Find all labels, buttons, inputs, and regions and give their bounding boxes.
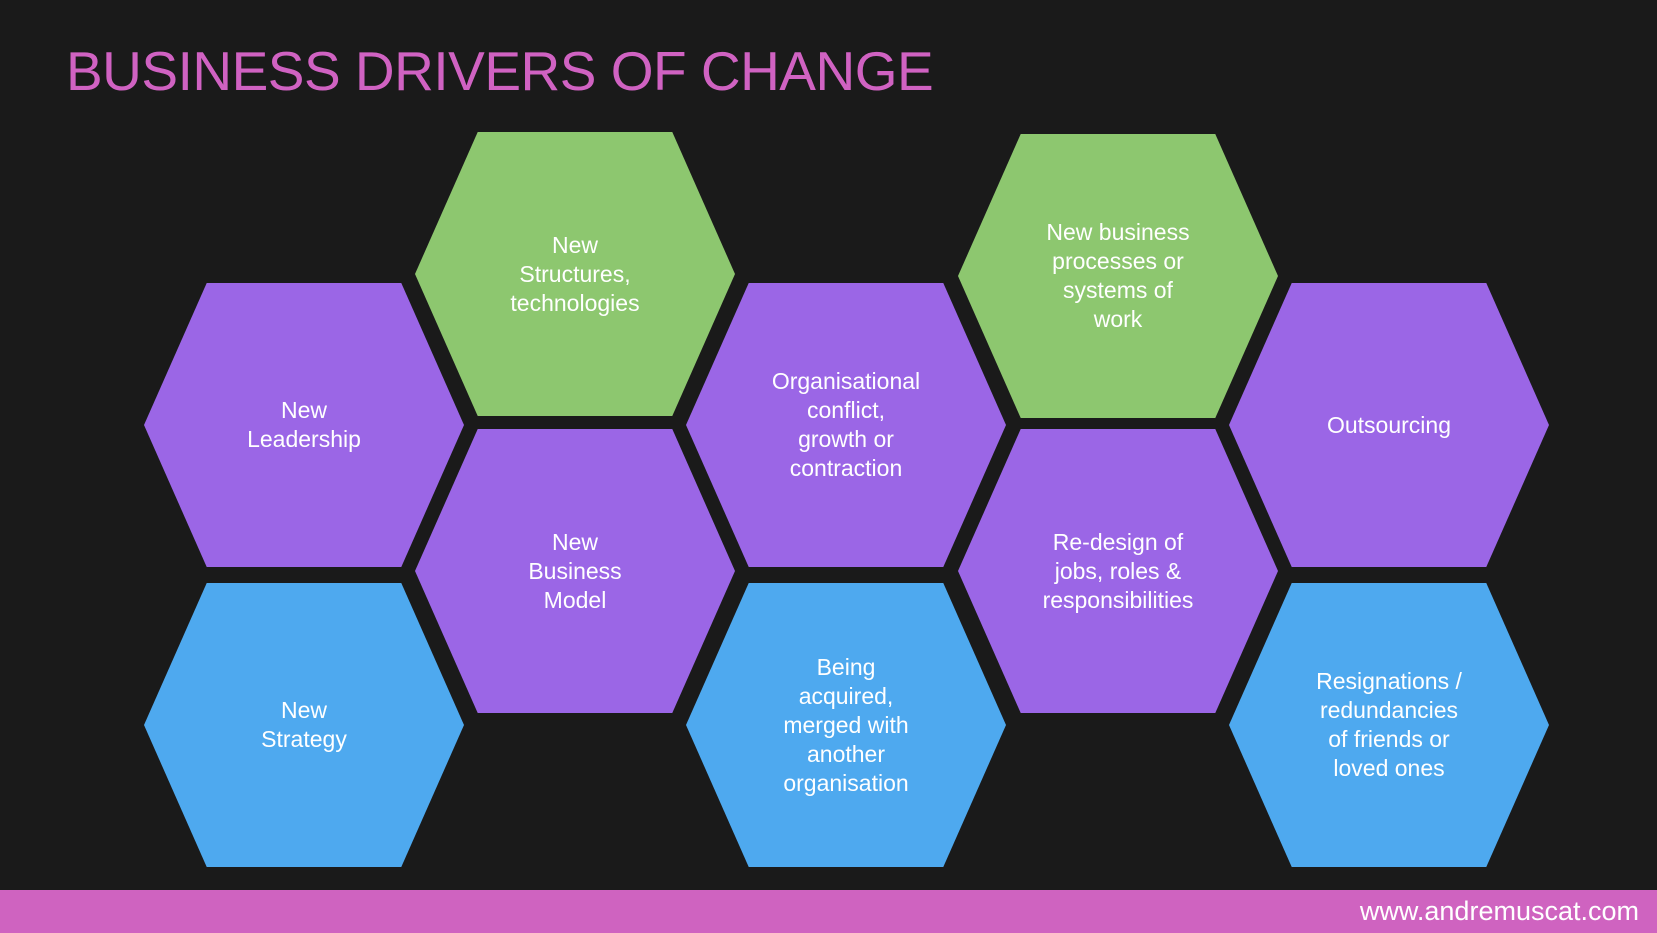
hexagon-label: Being acquired, merged with another orga… [783, 653, 909, 796]
hexagon-label: Organisational conflict, growth or contr… [771, 368, 921, 481]
hexagon-new-business-processes: New business processes or systems of wor… [958, 134, 1278, 418]
hexagon-label: Outsourcing [1326, 411, 1451, 438]
hexagon-outsourcing: Outsourcing [1229, 283, 1549, 567]
hexagon-new-structures: New Structures, technologies [415, 132, 735, 416]
hexagon-being-acquired: Being acquired, merged with another orga… [686, 583, 1006, 867]
hexagon-resignations: Resignations / redundancies of friends o… [1229, 583, 1549, 867]
hexagon-label: New Structures, technologies [510, 231, 640, 316]
footer-bar: www.andremuscat.com [0, 890, 1657, 933]
hexagon-label: New Business Model [528, 528, 622, 613]
footer-url[interactable]: www.andremuscat.com [1359, 896, 1639, 926]
hexagon-new-business-model: New Business Model [415, 429, 735, 713]
hexagon-new-strategy: New Strategy [144, 583, 464, 867]
hexagon-label: New business processes or systems of wor… [1046, 219, 1190, 332]
hexagon-label: Resignations / redundancies of friends o… [1316, 668, 1462, 781]
hexagon-label: New Strategy [261, 697, 347, 752]
hexagon-label: New Leadership [247, 397, 361, 452]
hexagon-re-design-jobs: Re-design of jobs, roles & responsibilit… [958, 429, 1278, 713]
hexagon-organisational-conflict: Organisational conflict, growth or contr… [686, 283, 1006, 567]
hexagon-label: Re-design of jobs, roles & responsibilit… [1042, 528, 1194, 613]
page-title: BUSINESS DRIVERS OF CHANGE [66, 40, 934, 102]
hexagon-new-leadership: New Leadership [144, 283, 464, 567]
